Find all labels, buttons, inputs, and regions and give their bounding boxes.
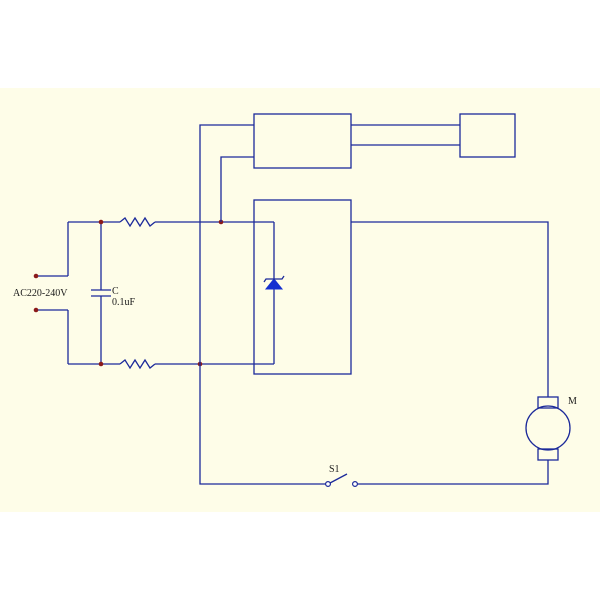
zener-diode [263,275,285,290]
capacitor: C 0.1uF [91,219,136,367]
zener-bar [263,275,285,283]
schematic-background [0,88,600,512]
feed-line-inner [220,156,254,222]
ac-input: AC220-240V [13,221,120,365]
switch-contact-left [325,481,332,488]
switch-blade [329,473,348,484]
output-line [351,221,549,397]
motor-top-brush [537,396,559,409]
switch-label: S1 [329,464,340,475]
supply-label: AC220-240V [13,288,68,299]
ac-terminal-top [33,273,39,279]
motor: M [525,396,577,461]
motor-label: M [568,396,577,407]
return-line [357,460,549,485]
motor-body [525,405,571,451]
small-right-box [459,113,516,158]
zener-triangle [264,278,284,290]
upper-module-box [253,113,352,169]
feed-line-outer [199,124,326,485]
switch-contact-right [352,481,359,488]
resistor-bottom [119,358,156,370]
capacitor-name-label: C [112,286,119,297]
ac-terminal-bottom [33,307,39,313]
resistor-top [119,216,156,228]
capacitor-value-label: 0.1uF [112,297,136,308]
junction-cap-bottom [98,361,104,367]
switch-s1: S1 [325,464,359,488]
lower-module-box [253,199,352,375]
junction-cap-top [98,219,104,225]
